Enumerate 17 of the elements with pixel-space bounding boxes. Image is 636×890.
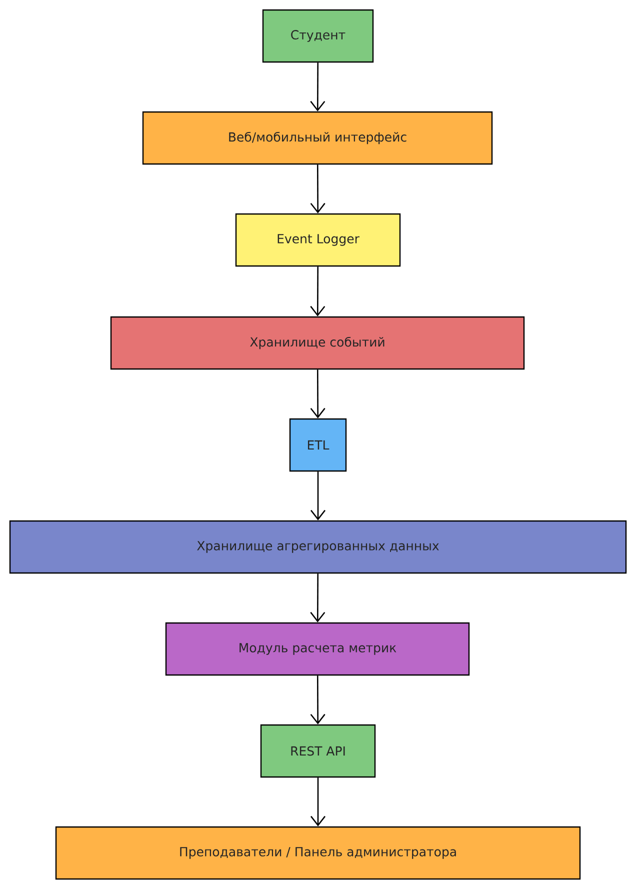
arrow xyxy=(310,370,326,418)
process-box: Модуль расчета метрик xyxy=(165,622,470,676)
arrow xyxy=(310,266,326,316)
arrow xyxy=(310,574,326,622)
process-box: Хранилище событий xyxy=(110,316,525,370)
process-box: REST API xyxy=(260,724,376,778)
process-box: Студент xyxy=(262,9,374,63)
process-box: ETL xyxy=(289,418,347,472)
arrow xyxy=(310,62,326,112)
arrow xyxy=(310,472,326,520)
arrow xyxy=(310,778,326,826)
arrow xyxy=(310,164,326,214)
arrow xyxy=(310,676,326,724)
process-box: Преподаватели / Панель администратора xyxy=(55,826,581,880)
process-box: Event Logger xyxy=(235,213,401,267)
process-box: Веб/мобильный интерфейс xyxy=(142,111,493,165)
process-box: Хранилище агрегированных данных xyxy=(9,520,627,574)
